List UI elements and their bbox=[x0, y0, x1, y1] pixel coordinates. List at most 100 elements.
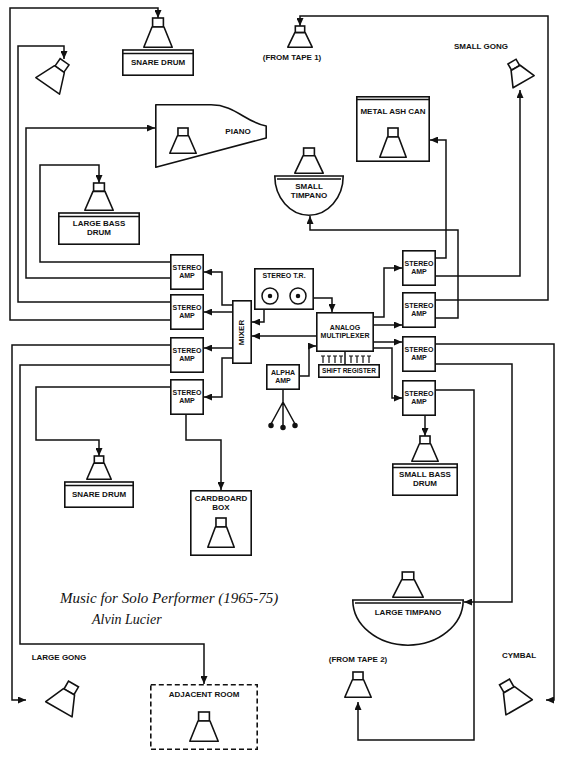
tape-reels bbox=[262, 288, 306, 304]
signal-wire bbox=[252, 335, 316, 337]
signal-wire bbox=[204, 347, 232, 349]
equipment-box: STEREO AMP bbox=[170, 379, 204, 415]
node-text: STEREO AMP bbox=[403, 346, 435, 362]
node-label: LARGE TIMPANO bbox=[366, 609, 450, 618]
drum-speaker: LARGE BASS DRUM bbox=[58, 183, 140, 245]
node-text: LARGE TIMPANO bbox=[366, 609, 450, 618]
equipment-box: STEREO AMP bbox=[170, 294, 204, 330]
node-label: CARDBOARD BOX bbox=[192, 495, 250, 513]
node-outline bbox=[356, 96, 430, 162]
node-label: CYMBAL bbox=[492, 652, 546, 661]
signal-wire bbox=[436, 90, 520, 276]
node-label: SNARE DRUM bbox=[67, 491, 131, 500]
room-speaker: ADJACENT ROOM bbox=[150, 684, 258, 750]
node-text: STEREO AMP bbox=[403, 302, 435, 318]
node-label: SHIFT REGISTER bbox=[319, 367, 379, 374]
signal-wire bbox=[36, 387, 170, 456]
signal-wire bbox=[204, 358, 232, 397]
node-text: STEREO T.R. bbox=[256, 272, 312, 280]
signal-wire bbox=[424, 416, 426, 436]
register-pins bbox=[321, 356, 371, 363]
loudspeaker-node: SMALL GONG bbox=[452, 40, 536, 90]
node-label: STEREO AMP bbox=[171, 304, 203, 320]
node-outline bbox=[155, 104, 267, 168]
signal-wire bbox=[430, 140, 446, 258]
node-label: METAL ASH CAN bbox=[360, 108, 426, 117]
node-text: STEREO AMP bbox=[403, 260, 435, 276]
node-label: STEREO AMP bbox=[171, 264, 203, 280]
signal-wire bbox=[186, 415, 221, 490]
node-label: ADJACENT ROOM bbox=[154, 691, 254, 700]
signal-wire bbox=[314, 298, 332, 312]
node-label: STEREO T.R. bbox=[256, 272, 312, 280]
node-text: PIANO bbox=[217, 128, 259, 137]
node-label: SMALL BASS DRUM bbox=[395, 471, 455, 489]
node-text: ALPHA AMP bbox=[267, 369, 299, 385]
equipment-box: STEREO AMP bbox=[402, 336, 436, 372]
node-outline bbox=[274, 148, 344, 216]
loudspeaker-node: (FROM TAPE 2) bbox=[322, 654, 394, 702]
node-text: SHIFT REGISTER bbox=[319, 367, 379, 374]
signal-wire bbox=[12, 345, 170, 700]
node-text: STEREO AMP bbox=[403, 390, 435, 406]
node-label: SNARE DRUM bbox=[125, 59, 191, 68]
loudspeaker-node: LARGE GONG bbox=[26, 652, 102, 724]
signal-wire bbox=[358, 390, 474, 740]
equipment-box: STEREO AMP bbox=[402, 250, 436, 286]
signal-wire bbox=[204, 272, 232, 305]
loudspeaker-node: (FROM TAPE 1) bbox=[252, 26, 332, 68]
node-text: STEREO AMP bbox=[171, 389, 203, 405]
signal-wire bbox=[300, 16, 548, 300]
equipment-box: STEREO AMP bbox=[402, 292, 436, 328]
signal-wire bbox=[252, 310, 264, 322]
piano-speaker: PIANO bbox=[155, 104, 267, 168]
equipment-box: SHIFT REGISTER bbox=[318, 364, 380, 378]
node-text: SMALL GONG bbox=[452, 43, 510, 52]
node-outline bbox=[122, 18, 194, 76]
equipment-box: ALPHA AMP bbox=[266, 364, 300, 390]
node-text: LARGE GONG bbox=[26, 654, 92, 663]
node-label: STEREO AMP bbox=[171, 347, 203, 363]
speaker-wire bbox=[18, 46, 170, 302]
timpano-speaker: SMALL TIMPANO bbox=[274, 148, 344, 216]
node-text: LARGE BASS DRUM bbox=[61, 220, 137, 238]
signal-wire bbox=[40, 165, 170, 262]
signal-wire bbox=[374, 268, 402, 317]
loudspeaker bbox=[36, 53, 77, 94]
node-outline bbox=[252, 26, 332, 68]
node-text: SNARE DRUM bbox=[125, 59, 191, 68]
drum-speaker: SNARE DRUM bbox=[122, 18, 194, 76]
ash-can-speaker: METAL ASH CAN bbox=[356, 96, 430, 162]
node-text: STEREO AMP bbox=[171, 347, 203, 363]
signal-wire bbox=[26, 128, 170, 278]
node-label: STEREO AMP bbox=[403, 346, 435, 362]
signal-wire bbox=[20, 365, 204, 684]
node-text: SNARE DRUM bbox=[67, 491, 131, 500]
equipment-box: STEREO AMP bbox=[170, 337, 204, 373]
node-text: STEREO AMP bbox=[171, 264, 203, 280]
node-label: LARGE BASS DRUM bbox=[61, 220, 137, 238]
node-label: SMALL GONG bbox=[452, 43, 510, 52]
signal-wire bbox=[374, 341, 402, 343]
node-label: PIANO bbox=[217, 128, 259, 137]
signal-wire bbox=[300, 346, 316, 376]
node-text: SMALL TIMPANO bbox=[282, 183, 336, 201]
node-label: STEREO AMP bbox=[171, 389, 203, 405]
signature: Alvin Lucier bbox=[92, 612, 162, 628]
signal-wire bbox=[10, 8, 170, 320]
node-label: ANALOG MULTIPLEXER bbox=[318, 324, 372, 340]
node-text: SMALL BASS DRUM bbox=[395, 471, 455, 489]
signal-wire bbox=[344, 352, 346, 364]
node-outline bbox=[26, 652, 102, 724]
signal-wire bbox=[436, 344, 554, 700]
node-outline bbox=[482, 650, 546, 722]
node-text: (FROM TAPE 2) bbox=[322, 656, 394, 665]
node-outline bbox=[64, 456, 134, 508]
equipment-box: MIXER bbox=[232, 300, 252, 364]
node-label: SMALL TIMPANO bbox=[282, 183, 336, 201]
box-speaker: CARDBOARD BOX bbox=[190, 490, 252, 556]
equipment-box: ANALOG MULTIPLEXER bbox=[316, 312, 374, 352]
drum-speaker: SMALL BASS DRUM bbox=[392, 436, 458, 496]
timpano-speaker: LARGE TIMPANO bbox=[352, 572, 464, 646]
equipment-box: STEREO T.R. bbox=[254, 268, 314, 310]
